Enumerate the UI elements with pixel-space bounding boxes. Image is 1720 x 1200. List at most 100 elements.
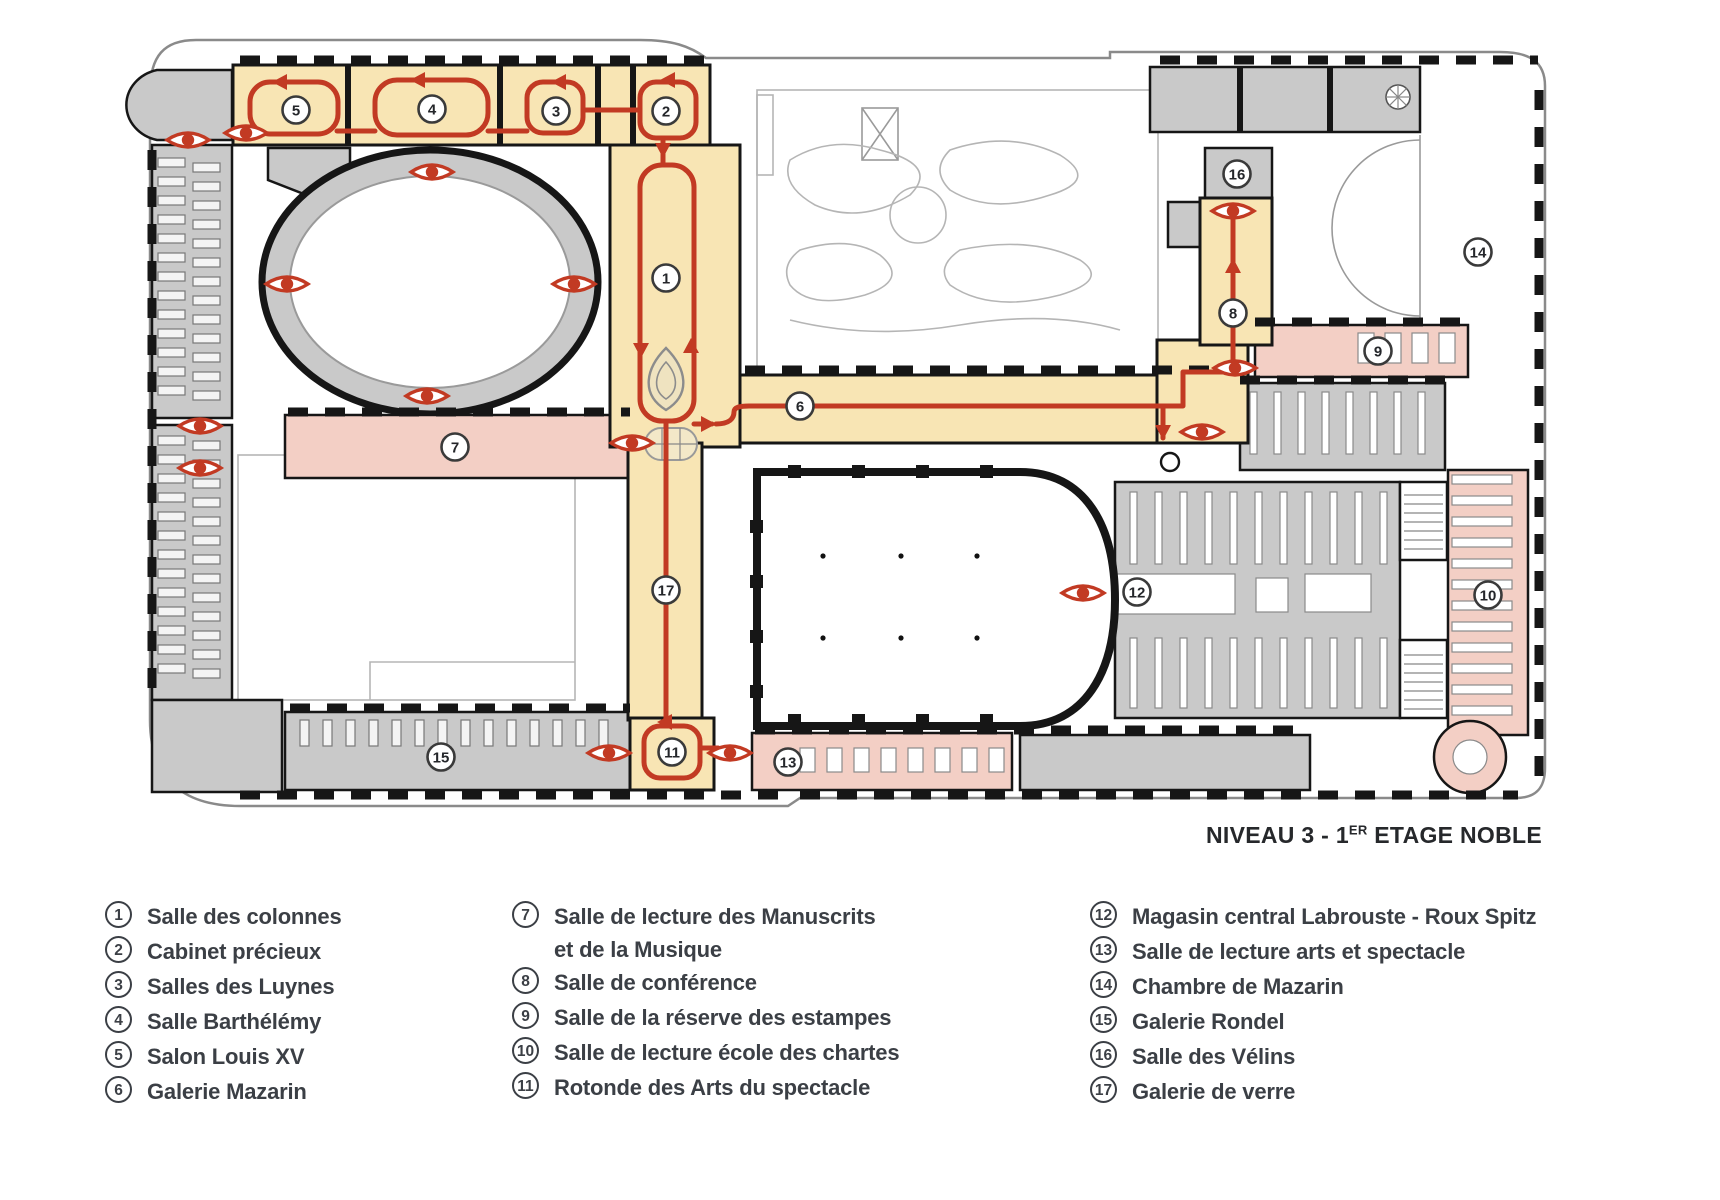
svg-text:12: 12 <box>1129 584 1146 601</box>
plan-title: NIVEAU 3 - 1ER ETAGE NOBLE <box>1206 822 1542 848</box>
legend-number-circle: 15 <box>1090 1006 1117 1033</box>
legend-number-circle: 1 <box>105 901 132 928</box>
walls <box>147 55 1544 800</box>
room-marker-12: 12 <box>1122 577 1152 607</box>
pink-rooms <box>283 323 1530 795</box>
viewpoint-eye-icon <box>175 417 225 435</box>
stair-landing-icon <box>1159 451 1181 473</box>
legend-number-circle: 5 <box>105 1041 132 1068</box>
room-marker-3: 3 <box>541 96 571 126</box>
rooms-north-east <box>1148 65 1422 134</box>
svg-text:16: 16 <box>1229 166 1246 183</box>
room-topleft-apse <box>125 68 234 142</box>
room-marker-8: 8 <box>1218 298 1248 328</box>
legend-label: Galerie Rondel <box>1132 1009 1285 1034</box>
legend-item-2: 2 Cabinet précieux <box>105 935 341 970</box>
legend-item-11: 11 Rotonde des Arts du spectacle <box>512 1071 899 1106</box>
viewpoint-eye-icon <box>407 163 457 181</box>
legend-label: Galerie Mazarin <box>147 1079 307 1104</box>
legend-number-circle: 16 <box>1090 1041 1117 1068</box>
legend-number-circle: 10 <box>512 1037 539 1064</box>
svg-text:13: 13 <box>780 754 797 771</box>
legend-number-circle: 17 <box>1090 1076 1117 1103</box>
legend-column-2: 7 Salle de lecture des Manuscrits et de l… <box>512 900 900 1106</box>
viewpoint-eye-icon <box>163 131 213 149</box>
legend-number-circle: 9 <box>512 1002 539 1029</box>
legend-label: Rotonde des Arts du spectacle <box>554 1075 871 1100</box>
room-marker-4: 4 <box>417 94 447 124</box>
legend-label: Galerie de verre <box>1132 1079 1296 1104</box>
legend-label: Chambre de Mazarin <box>1132 974 1344 999</box>
room-marker-1: 1 <box>651 263 681 293</box>
svg-text:10: 10 <box>1480 587 1497 604</box>
svg-text:1: 1 <box>662 270 670 287</box>
room-12-annex <box>1238 381 1447 472</box>
legend-label: Salle de lecture des Manuscrits et de la… <box>554 904 876 962</box>
legend-label: Salles des Luynes <box>147 974 335 999</box>
legend-number-circle: 8 <box>512 967 539 994</box>
legend-number-circle: 7 <box>512 901 539 928</box>
svg-text:14: 14 <box>1470 244 1487 261</box>
svg-text:9: 9 <box>1374 343 1382 360</box>
legend-label: Magasin central Labrouste - Roux Spitz <box>1132 904 1537 929</box>
room-southeast-strip <box>1018 733 1312 792</box>
viewpoint-eye-icon <box>175 459 225 477</box>
room-marker-16: 16 <box>1222 159 1252 189</box>
legend-label: Cabinet précieux <box>147 939 322 964</box>
garden-courtyard <box>756 89 1159 384</box>
room-marker-7: 7 <box>440 432 470 462</box>
legend-item-1: 1 Salle des colonnes <box>105 900 342 935</box>
viewpoint-eye-icon <box>1058 584 1108 602</box>
viewpoint-eye-icon <box>705 744 755 762</box>
viewpoint-eye-icon <box>1210 359 1260 377</box>
legend-label: Salle des Vélins <box>1132 1044 1296 1069</box>
legend-item-8: 8 Salle de conférence <box>512 966 899 1001</box>
viewpoint-eye-icon <box>549 275 599 293</box>
stair-block-b <box>1398 638 1449 720</box>
legend-label: Salle de conférence <box>554 970 757 995</box>
room-southwest-corner <box>150 698 284 794</box>
legend-item-5: 5 Salon Louis XV <box>105 1040 341 1075</box>
svg-text:4: 4 <box>428 101 437 118</box>
room-8-annex <box>1166 200 1205 249</box>
legend-item-15: 15 Galerie Rondel <box>1090 1005 1536 1040</box>
furniture-decor <box>157 157 1513 773</box>
room-marker-5: 5 <box>281 95 311 125</box>
viewpoint-eyes <box>163 124 1260 762</box>
svg-text:3: 3 <box>552 103 560 120</box>
legend-item-16: 16 Salle des Vélins <box>1090 1040 1536 1075</box>
legend-number-circle: 12 <box>1090 901 1117 928</box>
legend-label: Salon Louis XV <box>147 1044 305 1069</box>
legend-item-7: 7 Salle de lecture des Manuscrits et de l… <box>512 900 899 966</box>
room-marker-10: 10 <box>1473 580 1503 610</box>
legend-label: Salle de lecture arts et spectacle <box>1132 939 1466 964</box>
legend-number-circle: 2 <box>105 936 132 963</box>
viewpoint-eye-icon <box>262 275 312 293</box>
legend-number-circle: 11 <box>512 1072 539 1099</box>
legend-number-circle: 14 <box>1090 971 1117 998</box>
viewpoint-eye-icon <box>1177 423 1227 441</box>
legend-label: Salle de la réserve des estampes <box>554 1005 892 1030</box>
legend-item-9: 9 Salle de la réserve des estampes <box>512 1001 899 1036</box>
visit-route <box>247 72 1241 781</box>
legend-label: Salle de lecture école des chartes <box>554 1040 900 1065</box>
room-marker-13: 13 <box>773 747 803 777</box>
viewpoint-eye-icon <box>402 387 452 405</box>
svg-text:8: 8 <box>1229 305 1237 322</box>
legend-item-12: 12 Magasin central Labrouste - Roux Spitz <box>1090 900 1537 935</box>
viewpoint-eye-icon <box>221 124 271 142</box>
spiral-stair-icon <box>1385 84 1411 110</box>
svg-text:2: 2 <box>662 103 670 120</box>
legend-label: Salle des colonnes <box>147 904 342 929</box>
svg-text:11: 11 <box>664 744 680 761</box>
room-marker-2: 2 <box>651 96 681 126</box>
room-15-galerie-rondel <box>283 710 632 792</box>
stair-symbols <box>644 84 1411 473</box>
room-marker-15: 15 <box>426 742 456 772</box>
room-marker-17: 17 <box>651 575 681 605</box>
